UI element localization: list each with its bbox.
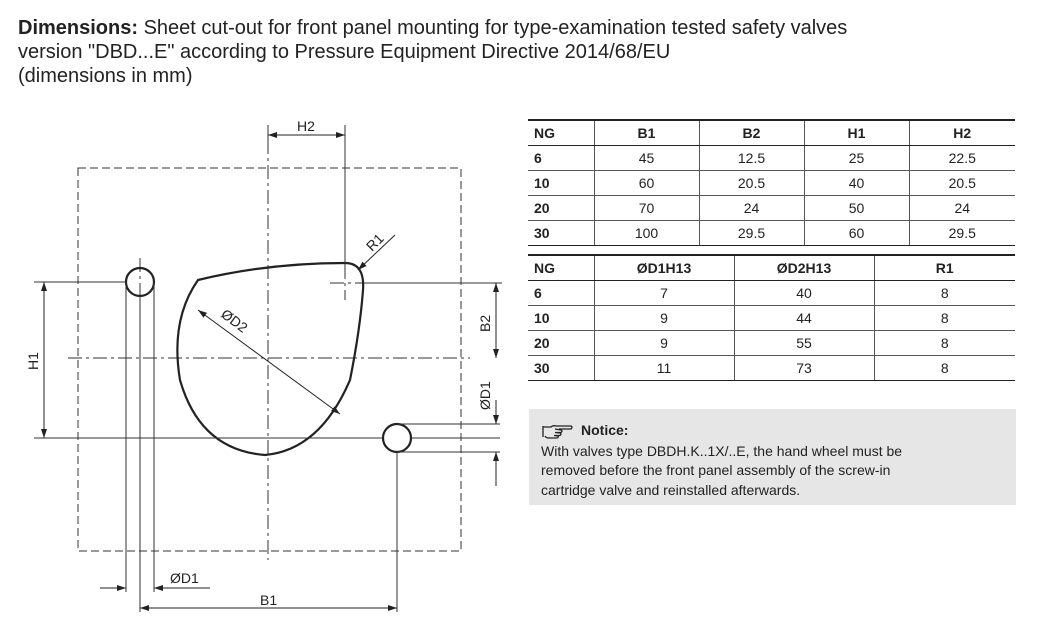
page-title: Dimensions: Sheet cut-out for front pane… [18, 16, 1028, 88]
label-r1: R1 [363, 230, 387, 254]
title-text-1: Sheet cut-out for front panel mounting f… [138, 17, 848, 39]
title-line-3: (dimensions in mm) [18, 65, 193, 87]
title-line-1: Dimensions: Sheet cut-out for front pane… [18, 16, 1028, 40]
title-line-2: version "DBD...E" according to Pressure … [18, 41, 671, 63]
notice-heading: Notice: [581, 422, 629, 438]
panel-outline [77, 167, 462, 552]
header-h1: H1 [803, 119, 909, 146]
header-od2: ØD2H13 [733, 254, 874, 281]
header-ng: NG [528, 119, 594, 146]
teardrop-cutout [176, 261, 365, 457]
pointing-hand-icon [542, 424, 573, 439]
notice-header: Notice: [541, 421, 1004, 441]
od2-leader [197, 309, 341, 415]
label-b1: B1 [260, 592, 277, 608]
header-h2: H2 [908, 119, 1015, 146]
right-hole [381, 422, 413, 454]
notice-line-2: removed before the front panel assembly … [541, 462, 891, 478]
table-header: NG B1 B2 H1 H2 [528, 119, 1015, 146]
label-h2: H2 [297, 118, 315, 134]
notice-line-3: cartridge valve and reinstalled afterwar… [541, 481, 801, 498]
cutout-drawing: H2 R1 ØD2 B2 H1 ØD1 ØD1 B1 [25, 118, 502, 612]
title-bold: Dimensions: [18, 17, 139, 39]
header-ng: NG [528, 254, 594, 281]
label-od1-bottom: ØD1 [170, 570, 199, 586]
label-od1-right: ØD1 [477, 381, 493, 410]
notice-line-1: With valves type DBDH.K..1X/..E, the han… [541, 442, 903, 459]
header-b1: B1 [593, 119, 699, 146]
header-od1: ØD1H13 [593, 254, 734, 281]
label-od2: ØD2 [218, 306, 251, 336]
label-b2: B2 [477, 315, 493, 332]
label-h1: H1 [25, 352, 41, 370]
header-b2: B2 [698, 119, 804, 146]
notice-box: Notice: With valves type DBDH.K..1X/..E,… [529, 409, 1016, 505]
header-r1: R1 [873, 254, 1015, 281]
r1-leader [357, 234, 396, 271]
table-header: NG ØD1H13 ØD2H13 R1 [528, 254, 1015, 281]
